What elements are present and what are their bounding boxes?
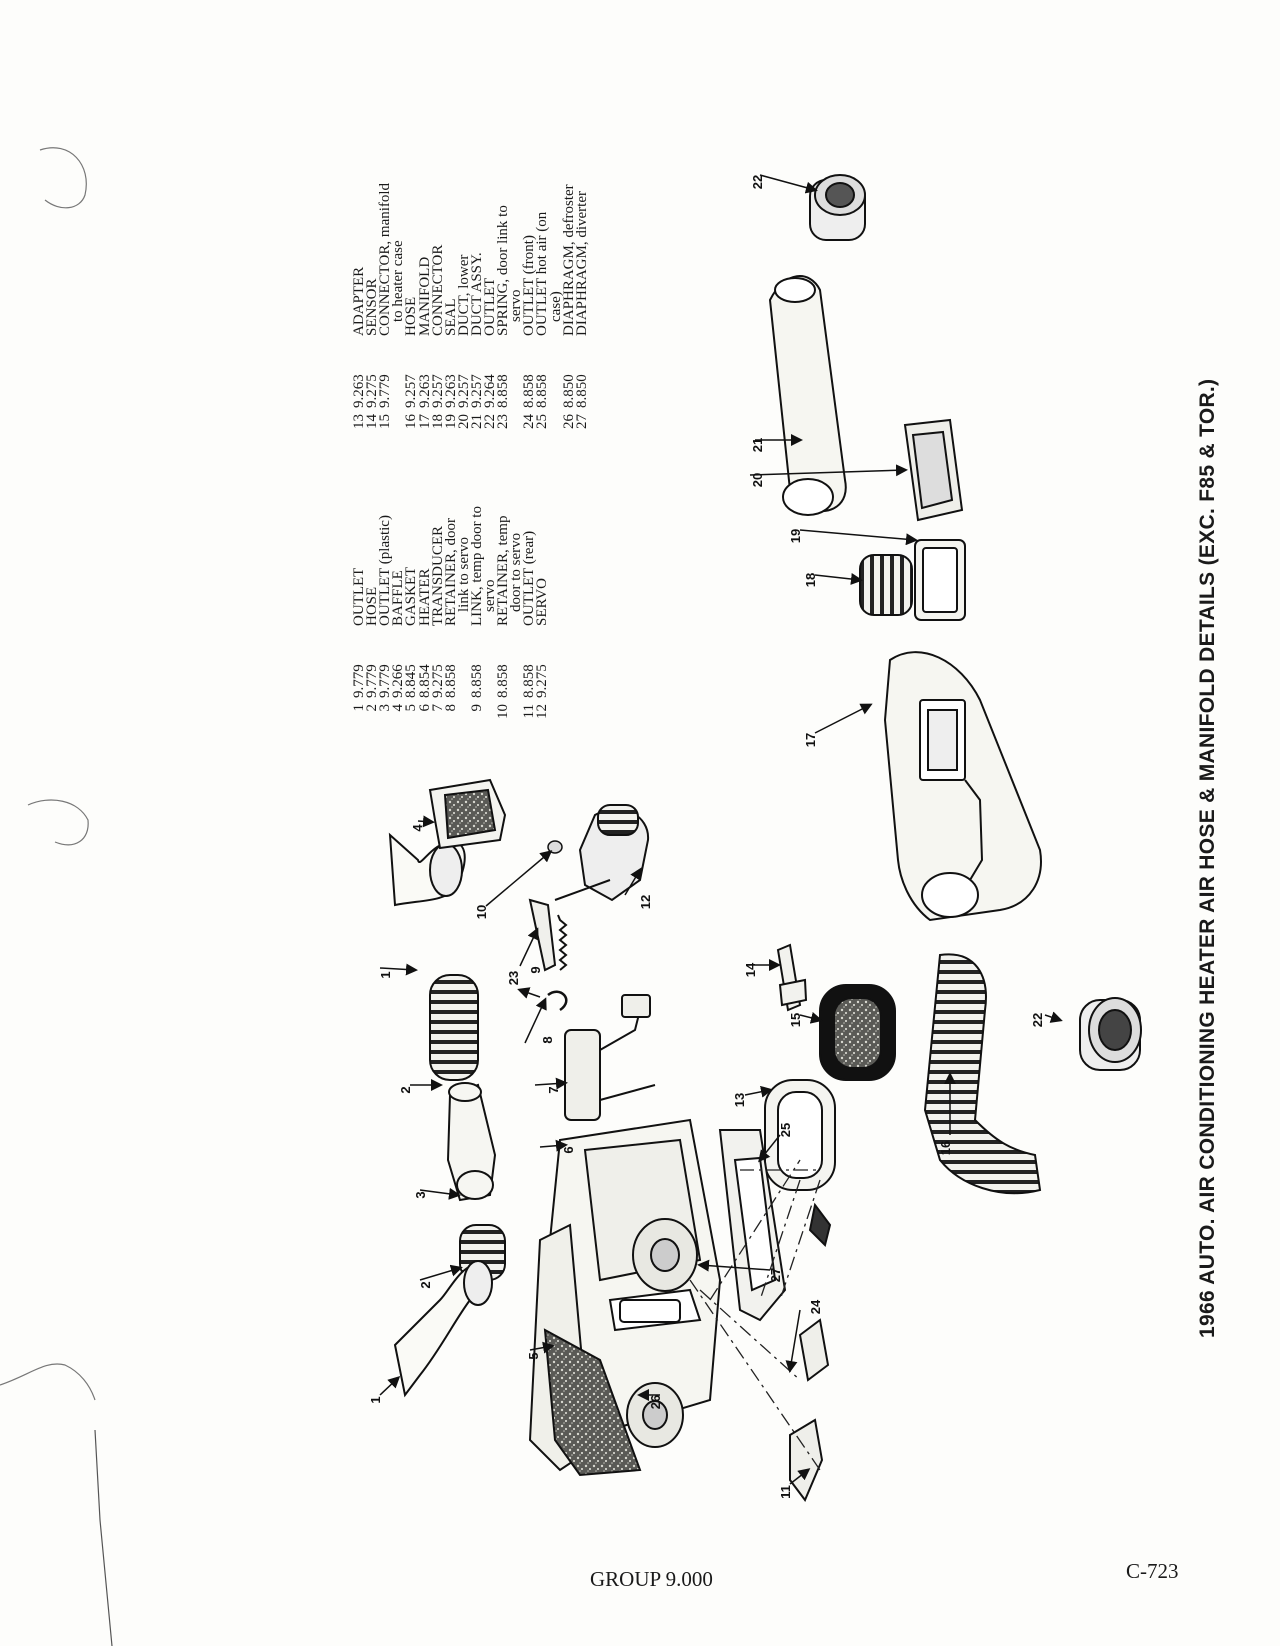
part-group-code: 8.858 — [495, 374, 512, 408]
callout-16: 16 — [938, 1141, 953, 1155]
callout-25: 25 — [778, 1123, 793, 1137]
punch-hole-marks — [0, 147, 113, 1646]
leader-lines — [379, 174, 1063, 1485]
callout-labels: 1122345678910111213141516171819202122222… — [368, 175, 1045, 1499]
part-group-code: 8.850 — [573, 374, 590, 408]
part-15-connector — [819, 984, 896, 1081]
part-1-outlet-lower — [393, 1260, 493, 1398]
part-8-retainer — [547, 990, 568, 1012]
callout-26: 26 — [648, 1395, 663, 1409]
part-27-diaphragm-diverter — [632, 1218, 698, 1292]
screw — [808, 1202, 832, 1247]
part-name: SERVO — [534, 578, 551, 626]
part-22-outlet — [1079, 997, 1142, 1071]
callout-14: 14 — [743, 962, 758, 977]
part-25-outlet-hot-air — [718, 1129, 787, 1322]
part-group-code: 8.858 — [495, 664, 512, 698]
page-number: C-723 — [1126, 1559, 1179, 1583]
part-group-code: 8.858 — [468, 664, 485, 698]
part-number: 25 — [534, 414, 551, 429]
callout-23: 23 — [506, 971, 521, 985]
part-7-transducer — [564, 994, 656, 1121]
part-group-code: 8.858 — [442, 664, 459, 698]
part-number: 23 — [495, 414, 512, 429]
part-9-link — [528, 898, 557, 972]
part-number: 10 — [495, 704, 512, 719]
part-group-code: 9.779 — [377, 374, 394, 408]
part-17-manifold — [883, 651, 1042, 922]
callout-2b: 2 — [418, 1281, 433, 1288]
callout-9: 9 — [528, 966, 543, 973]
part-10-retainer — [547, 840, 563, 854]
callout-2: 2 — [398, 1086, 413, 1093]
alignment-lines — [689, 1159, 821, 1471]
part-6-heater-case — [546, 1118, 722, 1432]
part-group-code: 9.275 — [534, 664, 551, 698]
part-4-baffle — [428, 778, 507, 850]
part-name: DIAPHRAGM, diverter — [573, 191, 590, 336]
part-22-outlet-upper — [809, 174, 866, 241]
part-23-spring — [557, 914, 568, 971]
part-14-sensor — [776, 943, 808, 1012]
callout-8: 8 — [540, 1036, 555, 1043]
part-20-duct-lower — [903, 418, 964, 522]
callout-17: 17 — [803, 733, 818, 747]
callout-27: 27 — [768, 1268, 783, 1282]
part-24-outlet-front — [798, 1318, 830, 1382]
part-number: 12 — [534, 704, 551, 719]
part-group-code: 8.858 — [534, 374, 551, 408]
callout-15: 15 — [788, 1013, 803, 1027]
callout-7: 7 — [546, 1086, 561, 1093]
part-number: 9 — [468, 704, 485, 712]
callout-22: 22 — [1030, 1013, 1045, 1027]
callout-18: 18 — [803, 573, 818, 587]
part-12-servo — [554, 804, 650, 902]
callout-12: 12 — [638, 895, 653, 909]
group-number: GROUP 9.000 — [590, 1567, 713, 1591]
callout-21: 21 — [750, 438, 765, 452]
callout-20: 20 — [750, 473, 765, 487]
callout-4: 4 — [410, 824, 425, 832]
part-number: 8 — [442, 704, 459, 712]
part-number: 15 — [377, 414, 394, 429]
callout-22b: 22 — [750, 175, 765, 189]
part-18-connector — [859, 554, 913, 616]
callout-10: 10 — [474, 905, 489, 919]
part-21-duct-assy — [768, 275, 847, 516]
part-number: 27 — [573, 414, 590, 429]
callout-13: 13 — [732, 1093, 747, 1107]
callout-1: 1 — [378, 971, 393, 978]
callout-11: 11 — [778, 1485, 793, 1499]
part-13-adapter — [764, 1079, 836, 1191]
part-2-hose — [429, 974, 479, 1081]
part-19-seal — [914, 539, 966, 621]
callout-1b: 1 — [368, 1396, 383, 1403]
callout-19: 19 — [788, 529, 803, 543]
part-26-diaphragm-defroster — [626, 1382, 684, 1448]
page-title: 1966 AUTO. AIR CONDITIONING HEATER AIR H… — [1196, 378, 1219, 1338]
callout-5: 5 — [526, 1352, 541, 1359]
callout-24: 24 — [808, 1299, 823, 1314]
part-3-outlet-plastic — [446, 1082, 497, 1202]
part-11-outlet-rear — [789, 1418, 824, 1502]
part-5-gasket — [528, 1223, 642, 1477]
part-16-hose — [923, 953, 1042, 1195]
callout-6: 6 — [561, 1146, 576, 1153]
callout-3: 3 — [413, 1191, 428, 1198]
